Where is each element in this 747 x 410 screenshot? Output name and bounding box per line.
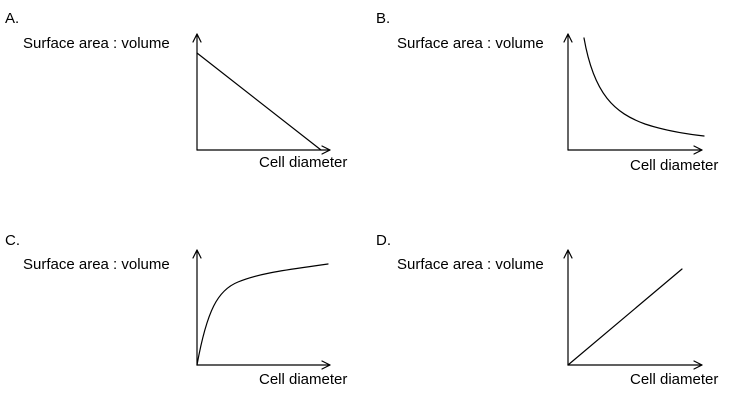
panel-c-y-arrow (192, 249, 202, 259)
panel-a-x-arrow (321, 145, 331, 155)
panel-b-letter: B. (376, 10, 391, 27)
panel-c-y-axis-label: Surface area : volume (23, 256, 170, 273)
panel-d-letter: D. (376, 232, 391, 249)
panel-b-graph (563, 33, 705, 155)
panel-b-x-axis-label: Cell diameter (630, 157, 719, 174)
panel-c-letter: C. (5, 232, 20, 249)
panel-a-y-axis-label: Surface area : volume (23, 35, 170, 52)
panel-a-curve (196, 52, 322, 151)
panel-a-letter: A. (5, 10, 20, 27)
panel-b-curve (583, 37, 705, 137)
panel-d-y-arrow (563, 249, 573, 259)
panel-c-x-arrow (321, 360, 331, 370)
panel-d-graph (563, 249, 703, 370)
panel-a-y-arrow (192, 33, 202, 43)
panel-a-x-axis-label: Cell diameter (259, 154, 348, 171)
panel-d-x-arrow (693, 360, 703, 370)
panel-c-x-axis-label: Cell diameter (259, 371, 348, 388)
panel-d-x-axis-label: Cell diameter (630, 371, 719, 388)
panel-c-graph (192, 249, 331, 370)
panel-b-x-arrow (693, 145, 703, 155)
panel-a-graph (192, 33, 331, 155)
panel-b-y-axis-label: Surface area : volume (397, 35, 544, 52)
panel-c-curve (196, 263, 329, 366)
panel-d-y-axis-label: Surface area : volume (397, 256, 544, 273)
panel-b-y-arrow (563, 33, 573, 43)
panel-d-curve (567, 268, 683, 366)
